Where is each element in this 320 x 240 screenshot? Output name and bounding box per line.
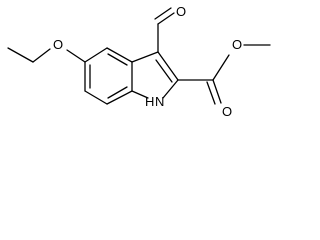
indole-nitrogen-label: H N — [145, 94, 164, 109]
bond-carbonyl-o-1 — [212, 79, 222, 104]
ester-ether-oxygen-label: O — [232, 37, 242, 52]
bond-c3-c2-inner — [155, 59, 173, 83]
formyl-group: O — [154, 4, 186, 53]
bond-cho-o-2 — [154, 7, 172, 20]
bond-n1-c7a — [131, 90, 149, 99]
methoxy-group: O — [7, 37, 86, 63]
bond-methyl — [7, 47, 34, 63]
indole-n-label: N — [155, 94, 164, 109]
methoxy-oxygen-label: O — [53, 37, 63, 52]
bond-c7-c7a-inner — [107, 86, 128, 99]
bond-c2-n1 — [162, 79, 179, 99]
indole-nh: H N — [145, 94, 164, 109]
bond-c3-c2 — [157, 51, 179, 81]
bond-c3a-c4-inner — [107, 53, 128, 66]
bond-c7-c7a — [106, 90, 133, 105]
bond-o-ch3 — [32, 48, 51, 63]
ester-carbonyl-oxygen-label: O — [222, 104, 232, 119]
bond-carbonyl-o-2 — [206, 81, 216, 105]
pyrrole-ring — [131, 51, 179, 99]
methyl-ester-group: O O — [177, 37, 271, 119]
bond-c3a-c4 — [106, 47, 133, 63]
bond-c4-c5 — [84, 47, 108, 63]
bond-c6-c7 — [84, 90, 108, 105]
indole-h-label: H — [145, 94, 154, 109]
bond-c5-o — [66, 49, 86, 63]
molecule-structure: O O O O H N — [7, 4, 271, 119]
aldehyde-oxygen-label: O — [176, 4, 186, 19]
bond-c3a-c3 — [131, 51, 159, 63]
bond-cho-o-1 — [157, 12, 175, 25]
bond-carbonyl-ether-o — [212, 54, 230, 81]
benzene-ring — [84, 47, 133, 105]
